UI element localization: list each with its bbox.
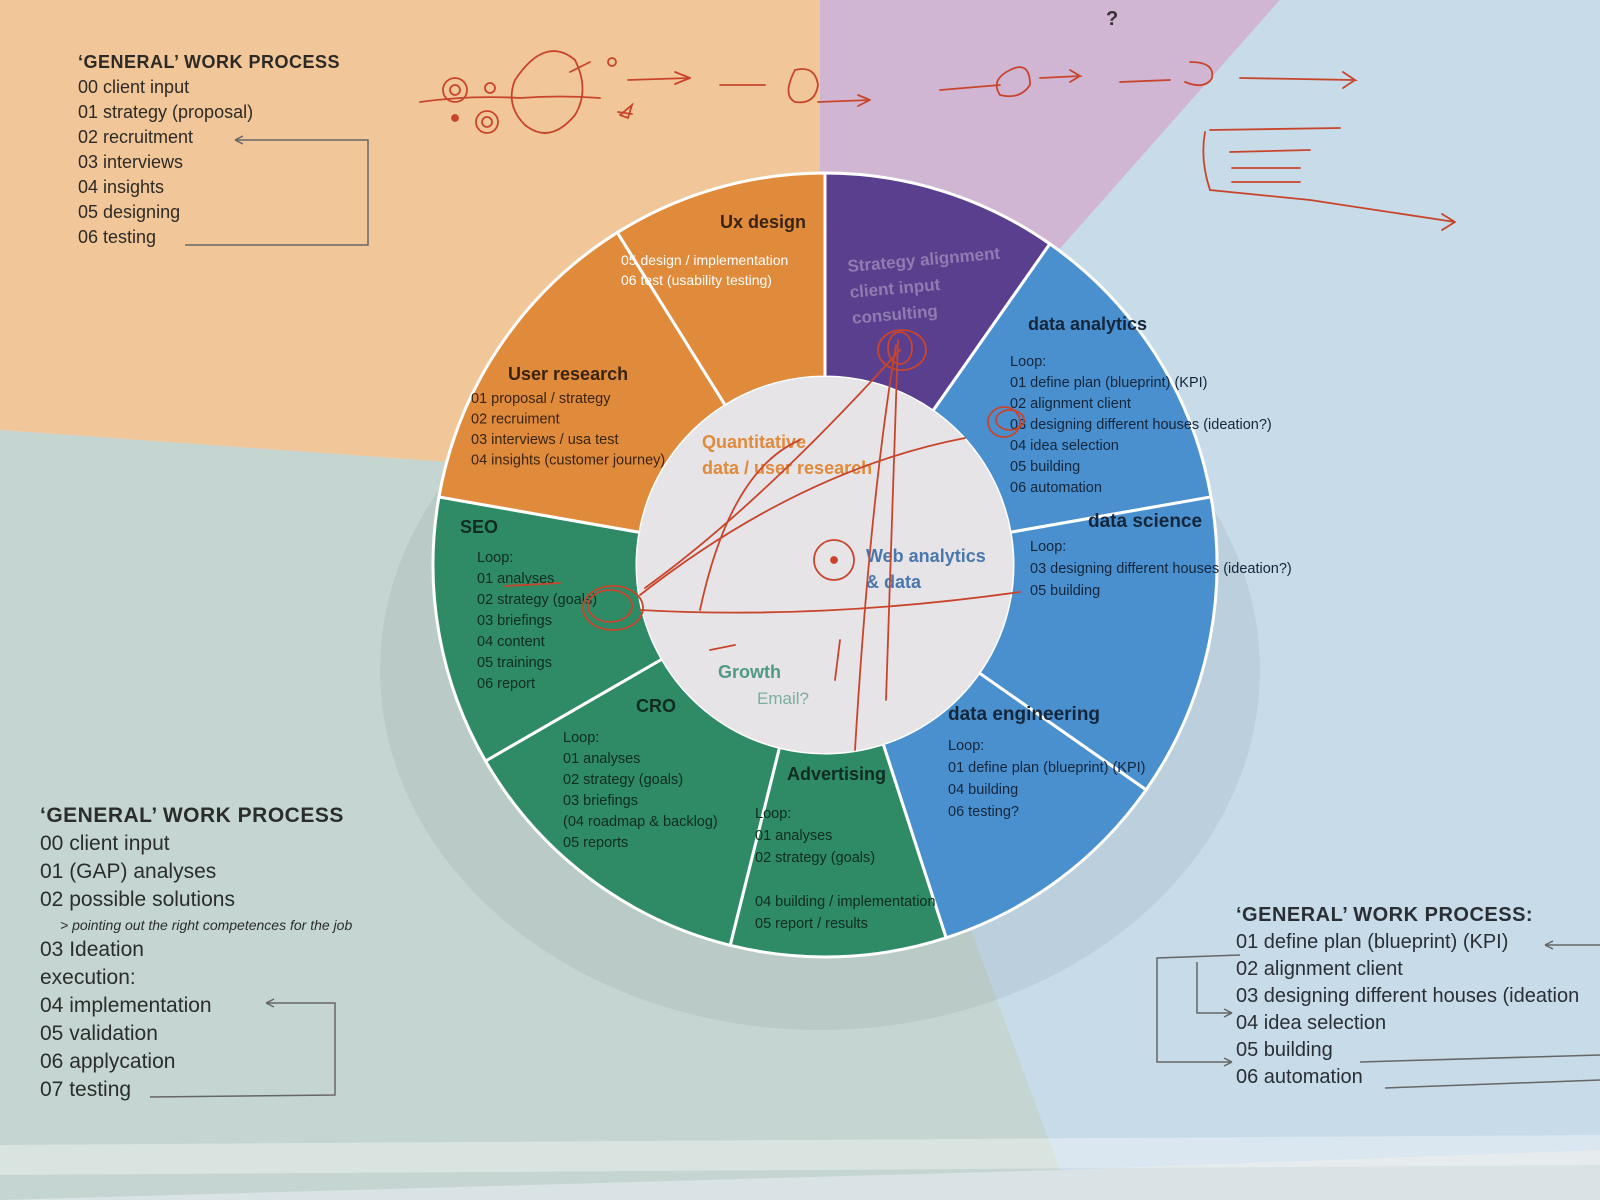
- wheel-center: [637, 377, 1013, 753]
- process-step: 04 implementation: [40, 994, 212, 1017]
- center-label-growth: Growth: [718, 662, 781, 682]
- center-label-web-analytics: Web analytics: [866, 546, 986, 566]
- handwritten-annotations: [419, 50, 1456, 751]
- segment-line: 02 strategy (goals): [755, 850, 875, 866]
- segment-title: data science: [1088, 511, 1202, 532]
- process-step: 01 strategy (proposal): [78, 102, 254, 122]
- segment-line: 04 content: [477, 634, 545, 650]
- segment-labels-seo: SEO Loop: 01 analyses 02 strategy (goals) 03…: [460, 517, 597, 692]
- question-mark: ?: [1106, 8, 1119, 30]
- process-step: 01 (GAP) analyses: [40, 860, 217, 883]
- segment-line: Loop:: [755, 806, 791, 822]
- center-label-email: Email?: [757, 689, 809, 708]
- segment-line: 01 define plan (blueprint) (KPI): [1010, 375, 1207, 391]
- segment-labels-user-research: User research 01 proposal / strategy 02 re…: [471, 364, 665, 469]
- process-step: 02 alignment client: [1236, 958, 1403, 980]
- segment-line: 06 report: [477, 676, 535, 692]
- segment-title: data engineering: [948, 704, 1100, 725]
- segment-title: data analytics: [1028, 314, 1147, 334]
- process-step: 04 idea selection: [1236, 1012, 1387, 1034]
- segment-line: 03 designing different houses (ideation?…: [1010, 417, 1272, 433]
- segment-line: 05 report / results: [755, 916, 868, 932]
- segment-line: 04 idea selection: [1010, 438, 1119, 454]
- work-process-bottom-left: ‘GENERAL’ WORK PROCESS 00 client input 0…: [40, 802, 352, 1104]
- center-label-web-analytics: & data: [866, 572, 922, 592]
- segment-line: Loop:: [477, 550, 513, 566]
- process-step: 06 applycation: [40, 1050, 176, 1073]
- segment-line: 02 strategy (goals): [563, 772, 683, 788]
- process-step: 03 designing different houses (ideation: [1236, 985, 1580, 1007]
- segment-line: Loop:: [1010, 354, 1046, 370]
- segment-labels-ux-design: Ux design 05 design / implementation 06 te…: [621, 212, 806, 288]
- segment-line: 03 briefings: [563, 793, 638, 809]
- segment-line: 01 proposal / strategy: [471, 391, 611, 407]
- segment-line: 06 test (usability testing): [621, 272, 772, 288]
- segment-line: 05 reports: [563, 835, 628, 851]
- segment-line: Loop:: [1030, 539, 1066, 555]
- process-step: 02 possible solutions: [40, 888, 235, 911]
- segment-line: 04 insights (customer journey): [471, 453, 665, 469]
- segment-line: 03 briefings: [477, 613, 552, 629]
- process-title: ‘GENERAL’ WORK PROCESS: [40, 804, 344, 827]
- segment-line: 04 building: [948, 782, 1018, 798]
- work-process-bottom-right: ‘GENERAL’ WORK PROCESS: 01 define plan (…: [1236, 902, 1579, 1091]
- process-step: 03 Ideation: [40, 938, 144, 961]
- process-note: > pointing out the right competences for…: [60, 917, 353, 933]
- process-step: 06 testing: [78, 227, 157, 247]
- process-step: 00 client input: [78, 77, 190, 97]
- process-step: 02 recruitment: [78, 127, 194, 147]
- process-step: 06 automation: [1236, 1066, 1363, 1088]
- segment-line: 06 automation: [1010, 480, 1102, 496]
- segment-line: 02 alignment client: [1010, 396, 1131, 412]
- work-process-top-left: ‘GENERAL’ WORK PROCESS 00 client input 0…: [78, 50, 340, 250]
- segment-line: Loop:: [948, 738, 984, 754]
- segment-line: 01 define plan (blueprint) (KPI): [948, 760, 1145, 776]
- segment-line: 01 analyses: [755, 828, 832, 844]
- segment-line: 05 building: [1030, 583, 1100, 599]
- process-step: 07 testing: [40, 1078, 132, 1101]
- segment-line: 02 strategy (goals): [477, 592, 597, 608]
- process-step: 04 insights: [78, 177, 165, 197]
- process-step: 05 building: [1236, 1039, 1333, 1061]
- process-step: 00 client input: [40, 832, 170, 855]
- segment-line: 05 trainings: [477, 655, 552, 671]
- process-step: execution:: [40, 966, 136, 989]
- segment-title: Advertising: [787, 764, 886, 784]
- segment-line: 06 testing?: [948, 804, 1019, 820]
- segment-line: 01 analyses: [477, 571, 554, 587]
- segment-line: 05 building: [1010, 459, 1080, 475]
- segment-line: 01 analyses: [563, 751, 640, 767]
- segment-title: Ux design: [720, 212, 806, 232]
- segment-labels-cro: CRO Loop: 01 analyses 02 strategy (goals) 03…: [563, 696, 718, 851]
- segment-line: 05 design / implementation: [621, 252, 788, 268]
- center-label-quantitative: Quantitative: [702, 432, 806, 452]
- segment-line: 03 interviews / usa test: [471, 432, 619, 448]
- process-title: ‘GENERAL’ WORK PROCESS: [78, 52, 341, 72]
- segment-title: CRO: [636, 696, 676, 716]
- segment-title: User research: [508, 364, 628, 384]
- process-title: ‘GENERAL’ WORK PROCESS:: [1236, 904, 1534, 926]
- segment-line: 04 building / implementation: [755, 894, 936, 910]
- segment-line: 02 recruiment: [471, 412, 560, 428]
- segment-title: SEO: [460, 517, 498, 537]
- process-step: 03 interviews: [78, 152, 184, 172]
- segment-line: Loop:: [563, 730, 599, 746]
- process-step: 05 validation: [40, 1022, 158, 1045]
- process-step: 01 define plan (blueprint) (KPI): [1236, 931, 1509, 953]
- process-step: 05 designing: [78, 202, 181, 222]
- segment-line: 03 designing different houses (ideation?…: [1030, 561, 1292, 577]
- segment-line: (04 roadmap & backlog): [563, 814, 718, 830]
